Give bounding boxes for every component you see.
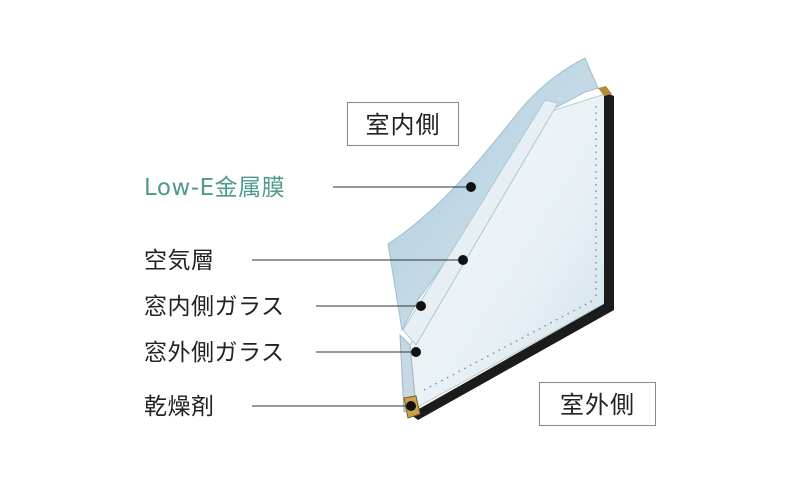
- outdoor-side-label: 室外側: [539, 382, 656, 426]
- callout-air-layer: 空気層: [144, 248, 215, 274]
- callout-desiccant: 乾燥剤: [144, 394, 215, 420]
- pane-edge-highlight: [402, 99, 559, 346]
- leader-dots: [406, 182, 476, 411]
- leader-dot-low-e: [466, 182, 476, 192]
- leader-dot-desiccant: [406, 401, 416, 411]
- leader-dot-air-layer: [458, 255, 468, 265]
- callout-low-e-film: Low-E金属膜: [144, 175, 286, 201]
- spacer-frame-gold-corner: [598, 86, 612, 96]
- indoor-side-label: 室内側: [347, 102, 459, 146]
- callout-outer-glass: 窓外側ガラス: [144, 340, 285, 366]
- leader-lines: [252, 186, 470, 407]
- leader-dot-inner-glass: [416, 301, 426, 311]
- callout-inner-glass: 窓内側ガラス: [144, 294, 285, 320]
- spacer-frame: [410, 92, 614, 420]
- leader-dot-outer-glass: [411, 347, 421, 357]
